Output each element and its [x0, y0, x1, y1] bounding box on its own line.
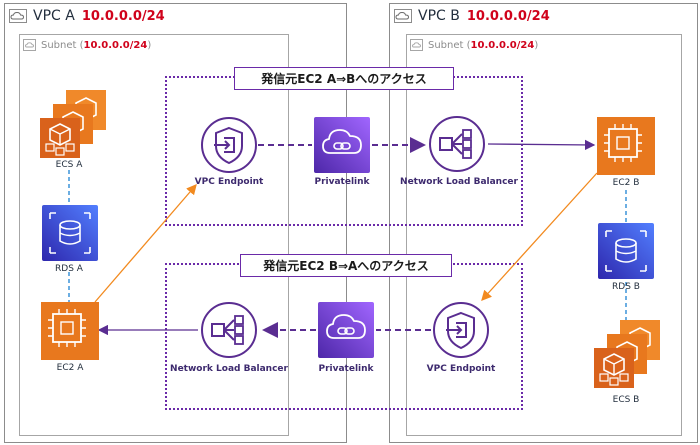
subnet-a-header: Subnet ( 10.0.0.0/24 )	[20, 35, 151, 55]
flow-nlb-ec2-b	[487, 139, 596, 151]
privatelink-cloud-icon	[326, 314, 366, 339]
privatelink-top-node[interactable]	[314, 117, 370, 173]
subnet-a-paren-close: )	[147, 39, 152, 51]
nlb-bottom-label: Network Load Balancer	[170, 364, 288, 374]
lock-icon	[410, 39, 423, 51]
subnet-b-label: Subnet	[428, 39, 464, 51]
subnet-b-paren-open: (	[463, 39, 471, 51]
group-b-to-a-title: 発信元EC2 B⇒Aへのアクセス	[240, 254, 452, 277]
vpc-b-label: VPC B	[418, 8, 460, 24]
vpc-a-label: VPC A	[33, 8, 75, 24]
ec2-a-node[interactable]	[41, 302, 99, 360]
cloud-icon	[394, 9, 412, 23]
vpce-bottom-label: VPC Endpoint	[426, 364, 496, 374]
ecs-b-node[interactable]	[594, 320, 662, 390]
lock-icon	[23, 39, 36, 51]
ecs-b-label: ECS B	[612, 395, 640, 405]
vpc-a-header: VPC A 10.0.0.0/24	[5, 4, 165, 28]
ec2-b-node[interactable]	[597, 117, 655, 175]
rds-b-node[interactable]	[598, 223, 654, 279]
subnet-a-cidr: 10.0.0.0/24	[83, 39, 148, 51]
database-icon	[605, 230, 647, 272]
subnet-b-header: Subnet ( 10.0.0.0/24 )	[407, 35, 538, 55]
vpc-a-cidr: 10.0.0.0/24	[81, 8, 165, 24]
subnet-b-cidr: 10.0.0.0/24	[470, 39, 535, 51]
ec2-b-label: EC2 B	[612, 178, 640, 188]
ec2-instance-icon	[41, 302, 99, 360]
subnet-b-paren-close: )	[534, 39, 539, 51]
vpc-b-cidr: 10.0.0.0/24	[466, 8, 550, 24]
ecs-a-node[interactable]	[40, 90, 108, 160]
subnet-a-label: Subnet	[41, 39, 77, 51]
subnet-a: Subnet ( 10.0.0.0/24 )	[19, 34, 289, 436]
group-a-to-b-title: 発信元EC2 A⇒Bへのアクセス	[234, 67, 454, 90]
arrow-ec2-a-to-vpce	[94, 184, 197, 303]
vpc-b-header: VPC B 10.0.0.0/24	[390, 4, 550, 28]
privatelink-top-label: Privatelink	[314, 177, 370, 187]
rds-a-label: RDS A	[55, 264, 83, 274]
vpce-bottom-node[interactable]	[432, 301, 490, 359]
load-balancer-icon	[429, 116, 485, 172]
rds-b-label: RDS B	[612, 282, 640, 292]
subnet-a-paren-open: (	[76, 39, 84, 51]
nlb-top-node[interactable]	[428, 115, 486, 173]
subnet-b: Subnet ( 10.0.0.0/24 )	[406, 34, 682, 436]
vpc-endpoint-icon	[433, 302, 489, 358]
vpce-top-node[interactable]	[200, 116, 258, 174]
load-balancer-icon	[201, 302, 257, 358]
arrow-ec2-b-to-vpce	[481, 172, 598, 301]
ec2-instance-icon	[597, 117, 655, 175]
database-icon	[49, 212, 91, 254]
vpc-endpoint-icon	[201, 117, 257, 173]
rds-a-node[interactable]	[42, 205, 98, 261]
nlb-top-label: Network Load Balancer	[400, 177, 518, 187]
nlb-bottom-node[interactable]	[200, 301, 258, 359]
ecs-containers-icon	[594, 320, 660, 388]
ecs-containers-icon	[40, 90, 106, 158]
ec2-a-label: EC2 A	[56, 363, 84, 373]
privatelink-bottom-node[interactable]	[318, 302, 374, 358]
privatelink-cloud-icon	[322, 129, 362, 154]
privatelink-bottom-label: Privatelink	[318, 364, 374, 374]
cloud-icon	[9, 9, 27, 23]
vpce-top-label: VPC Endpoint	[194, 177, 264, 187]
ecs-a-label: ECS A	[55, 160, 83, 170]
